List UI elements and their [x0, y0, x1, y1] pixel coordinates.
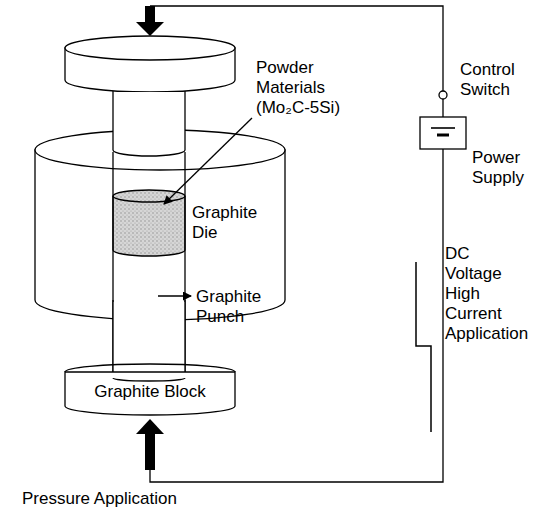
block-top-back	[65, 364, 235, 372]
punch-leader	[158, 295, 191, 296]
lower-punch-edge	[112, 300, 113, 375]
bottom-graphite-block	[65, 364, 235, 415]
punch-bottom	[113, 150, 185, 156]
powder-leader	[164, 118, 252, 204]
switch-label: Control Switch	[460, 60, 515, 100]
control-switch	[439, 91, 447, 99]
node-text: Graphite Block	[94, 382, 206, 402]
arrow-shaft	[145, 432, 155, 470]
bore-edge	[112, 152, 113, 375]
battery-plate-short	[437, 134, 449, 137]
upper-punch	[113, 91, 185, 156]
arrow-head	[136, 22, 164, 36]
pressure-arrow-top	[136, 6, 164, 36]
die-bore	[113, 152, 185, 375]
bore-edge	[184, 152, 185, 375]
battery-plate-long	[431, 127, 455, 129]
top-graphite-disk	[65, 36, 235, 92]
punch-edge	[112, 91, 113, 150]
supply-label: Power Supply	[472, 148, 524, 188]
die-label: Graphite Die	[192, 203, 262, 243]
block-label-area: Graphite Block	[65, 380, 235, 404]
dc-pulse-waveform	[416, 262, 431, 432]
power-supply-box	[420, 117, 466, 149]
arrow-head	[136, 419, 164, 434]
punch-seat	[113, 378, 185, 381]
arrow-shaft	[145, 6, 155, 24]
lower-punch-edge	[184, 300, 185, 375]
pressure-label: Pressure Application	[22, 489, 262, 509]
pressure-arrow-bottom	[136, 419, 164, 470]
powder-top	[113, 196, 185, 202]
punch-fill	[113, 92, 185, 150]
supply-housing	[420, 117, 466, 149]
punch-label: Graphite Punch	[196, 287, 266, 327]
current-label: DC Voltage High Current Application	[445, 244, 528, 344]
powder-compact	[113, 190, 185, 256]
wire-switch	[442, 99, 443, 117]
disk-top	[65, 36, 235, 60]
powder-label: Powder Materials (Mo₂C-5Si)	[256, 58, 381, 118]
block-side	[65, 372, 235, 415]
punch-edge	[184, 91, 185, 150]
